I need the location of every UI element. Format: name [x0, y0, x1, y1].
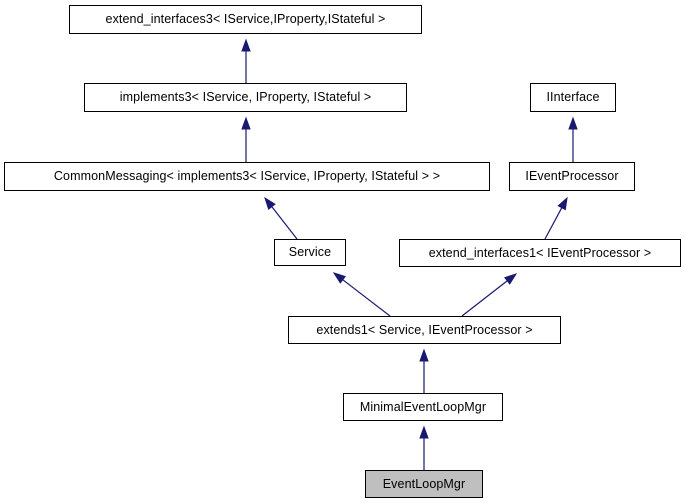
class-node-minimal-event-loop-mgr[interactable]: MinimalEventLoopMgr — [343, 393, 503, 421]
class-node-common-messaging[interactable]: CommonMessaging< implements3< IService, … — [4, 162, 490, 191]
class-node-extend-interfaces1[interactable]: extend_interfaces1< IEventProcessor > — [399, 239, 681, 267]
class-node-event-loop-mgr[interactable]: EventLoopMgr — [365, 470, 483, 498]
inheritance-arrowhead — [557, 196, 568, 211]
class-node-label: implements3< IService, IProperty, IState… — [119, 90, 372, 105]
class-node-label: MinimalEventLoopMgr — [359, 399, 487, 414]
inheritance-arrowhead — [241, 116, 251, 130]
inheritance-arrowhead — [568, 116, 578, 130]
class-node-label: extend_interfaces1< IEventProcessor > — [428, 245, 652, 260]
inheritance-arrowhead — [419, 425, 429, 439]
class-node-label: IEventProcessor — [525, 169, 619, 184]
class-node-extend-interfaces3[interactable]: extend_interfaces3< IService,IProperty,I… — [69, 5, 422, 34]
class-node-ieventprocessor[interactable]: IEventProcessor — [509, 162, 635, 191]
inheritance-arrowhead — [241, 38, 251, 52]
class-node-extends1[interactable]: extends1< Service, IEventProcessor > — [288, 316, 561, 344]
inheritance-arrowhead — [332, 272, 346, 284]
class-node-label: CommonMessaging< implements3< IService, … — [53, 169, 441, 184]
class-node-label: Service — [288, 245, 332, 260]
inheritance-arrowhead — [419, 348, 429, 362]
class-node-label: IInterface — [546, 90, 600, 105]
inheritance-edge-line — [461, 280, 508, 317]
class-node-iinterface[interactable]: IInterface — [530, 83, 616, 112]
inheritance-edge-line — [271, 206, 298, 240]
inheritance-arrowhead — [264, 196, 276, 210]
class-node-service[interactable]: Service — [274, 239, 346, 266]
class-node-label: EventLoopMgr — [382, 476, 466, 491]
class-node-implements3[interactable]: implements3< IService, IProperty, IState… — [84, 83, 407, 112]
class-node-label: extend_interfaces3< IService,IProperty,I… — [105, 12, 386, 27]
inheritance-edge-line — [342, 279, 391, 317]
inheritance-arrowhead — [504, 273, 518, 285]
class-node-label: extends1< Service, IEventProcessor > — [316, 322, 533, 337]
inheritance-edge-line — [544, 207, 563, 240]
